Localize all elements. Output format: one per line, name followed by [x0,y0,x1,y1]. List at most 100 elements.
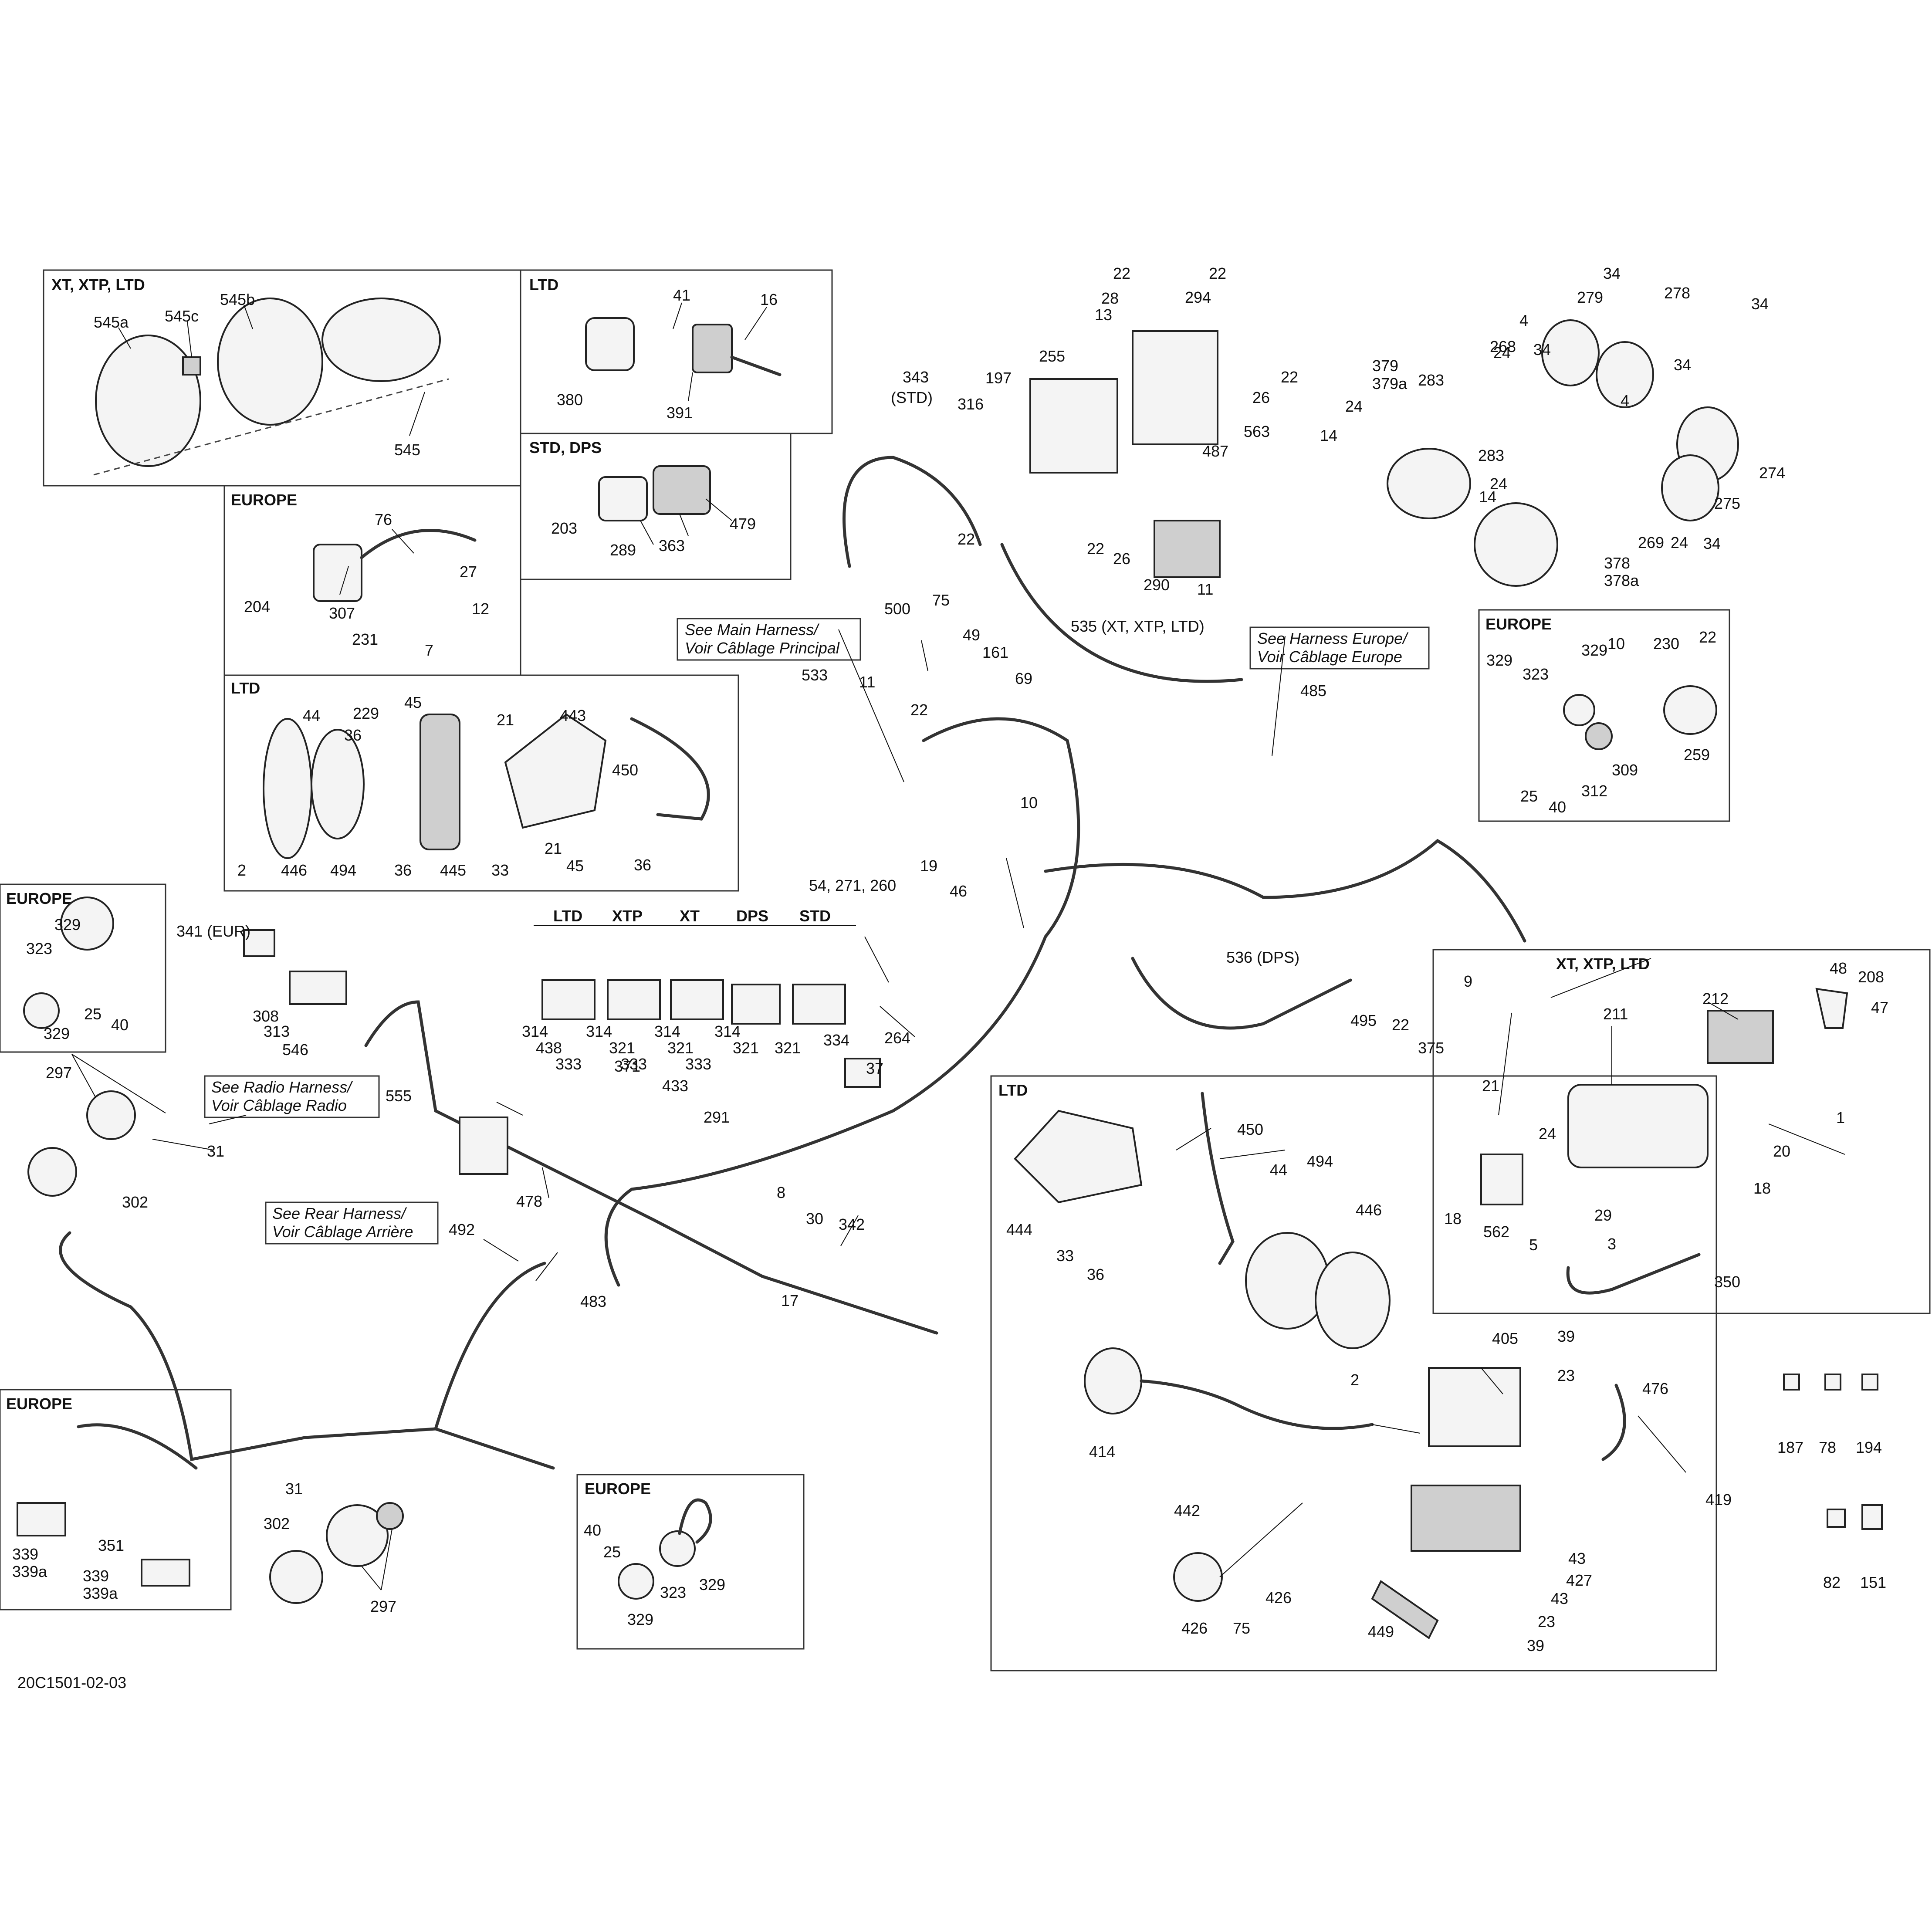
callout-494-left: 494 [330,861,356,879]
callout-24-low: 24 [1671,534,1688,552]
callout-33-left: 33 [491,861,509,879]
europe-bulb-mid-part [618,1563,654,1600]
callout-23-bottom: 23 [1538,1613,1555,1631]
callout-11-reg: 11 [1197,580,1213,598]
callout-321-xtp: 321 [609,1039,635,1057]
figure-id: 20C1501-02-03 [17,1674,126,1692]
callout-442: 442 [1174,1502,1200,1519]
callout-314-dps: 314 [714,1022,741,1040]
callout-308: 308 [253,1007,279,1025]
heading-ltd-gps: LTD [529,276,558,294]
callout-339-upper: 339 [12,1545,38,1563]
callout-314-xtp: 314 [586,1022,612,1040]
callout-500: 500 [884,600,910,618]
callout-41: 41 [673,286,690,304]
callout-212: 212 [1702,990,1729,1008]
gps-mount-part [692,324,733,373]
callout-231: 231 [352,630,378,648]
variant-std: STD [799,907,831,925]
callout-268: 268 [1490,338,1516,355]
harness-536-wire [1131,957,1352,1030]
speaker-grille-right-part [1315,1252,1391,1349]
gps-unit-part [585,317,635,371]
callout-438: 438 [536,1039,562,1057]
callout-269: 269 [1638,534,1664,552]
callout-339a-lower: 339a [83,1584,118,1602]
callout-45-lower: 45 [566,857,584,875]
callout-labels: 545a 545b 545c 545 41 16 380 391 203 289… [12,264,1888,1655]
clip-151-part [1861,1504,1883,1530]
callout-21-winch: 21 [1482,1077,1499,1095]
callout-329-mid-left: 329 [627,1611,653,1628]
display-bezel-part [598,476,648,521]
callout-351: 351 [98,1536,124,1554]
callout-297-left: 297 [46,1064,72,1082]
callout-12: 12 [472,600,489,618]
callout-314-ltd: 314 [522,1022,548,1040]
callout-313: 313 [264,1022,290,1040]
cable-476-part [1601,1384,1626,1461]
callout-259: 259 [1684,746,1710,764]
callout-297-bottom: 297 [370,1597,396,1615]
callout-22-top-b: 22 [1209,264,1226,282]
callout-492: 492 [449,1221,475,1238]
callout-161: 161 [982,643,1008,661]
callout-31-bottom: 31 [285,1480,303,1498]
callout-25-left: 25 [84,1005,102,1023]
callout-21-lower: 21 [545,839,562,857]
heading-europe-bottom-left: EUROPE [6,1395,72,1413]
rear-fog-socket-part [376,1502,404,1530]
callout-30: 30 [806,1210,823,1228]
callout-19: 19 [920,857,937,875]
callout-483: 483 [580,1293,606,1310]
part-illustrations [17,298,1883,1639]
callout-375: 375 [1418,1039,1444,1057]
callout-329-eu-b: 329 [1581,641,1607,659]
note-main-harness-line1: See Main Harness/ [685,621,820,639]
fairlead-part [1707,1010,1774,1064]
switch-block-ltd-part [541,979,596,1020]
switch-334-part [844,1058,881,1088]
callout-545b: 545b [220,291,255,308]
heading-xt-xtp-ltd-gauge: XT, XTP, LTD [51,276,145,294]
callout-329-eu-a: 329 [1486,651,1512,669]
heading-europe-switch: EUROPE [231,491,297,509]
callout-24-mid: 24 [1490,475,1507,493]
callout-1: 1 [1836,1109,1845,1127]
callout-23-top: 23 [1557,1367,1575,1384]
callout-333-ltd: 333 [555,1055,582,1073]
tweeter-414-part [1084,1347,1142,1414]
main-harness-wire [604,717,1080,1287]
callout-555: 555 [386,1087,412,1105]
panel-xt-xtp-ltd-winch [1432,949,1931,1314]
variant-xt: XT [680,907,700,925]
clip-78-part [1824,1374,1841,1391]
callout-563: 563 [1244,423,1270,440]
callout-343-std: (STD) [891,389,933,406]
callout-405: 405 [1492,1330,1518,1347]
headlight-ring-upper-part [1596,341,1654,408]
speaker-housing-left-part [504,713,607,829]
speaker-cable-right [1201,1092,1235,1265]
callout-36-audio: 36 [1087,1265,1104,1283]
callout-40-left: 40 [111,1016,129,1034]
callout-533: 533 [802,666,828,684]
europe-mid-cable [678,1498,712,1544]
callout-4-top: 4 [1519,311,1528,329]
europe-harness-351-part [77,1423,198,1470]
note-harness-europe-line1: See Harness Europe/ [1257,629,1409,647]
harness-europe-branch [1044,839,1526,943]
callout-350: 350 [1714,1273,1740,1291]
winch-hook-part [1815,988,1848,1029]
heading-europe-bottom-mid: EUROPE [585,1480,651,1498]
panel-headings: XT, XTP, LTD LTD STD, DPS EUROPE LTD EUR… [6,276,1650,1498]
callout-75-top: 75 [932,591,950,609]
callout-2-right: 2 [1350,1371,1359,1389]
heading-europe-left: EUROPE [6,890,72,907]
callout-450-left: 450 [612,761,638,779]
harness-535-wire [1000,543,1243,683]
clip-82-part [1827,1509,1846,1528]
harness-492-branch-wire [434,1262,546,1431]
callout-75-bottom: 75 [1233,1619,1250,1637]
